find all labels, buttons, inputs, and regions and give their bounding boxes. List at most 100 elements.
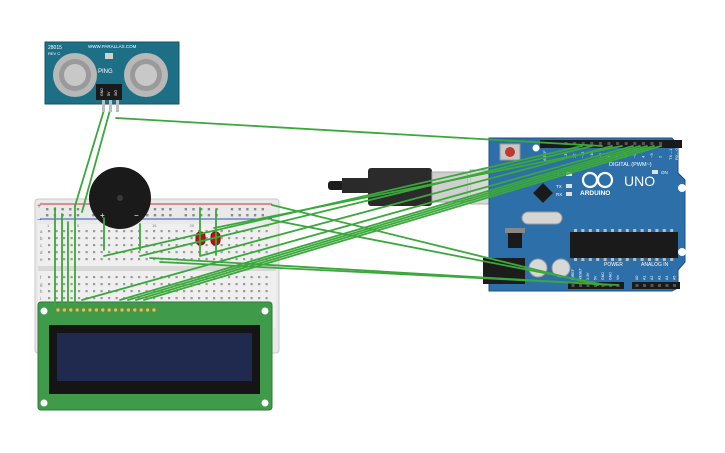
regulator-tab [505, 228, 525, 233]
lcd-pin [106, 307, 112, 313]
digital-pin-label: 13 [563, 153, 568, 158]
bb-hole [123, 237, 126, 240]
header-socket [598, 142, 602, 145]
bb-hole [100, 230, 103, 233]
power-pin-label: Vin [616, 275, 620, 280]
header-socket [624, 142, 628, 145]
wire-to-digital [119, 145, 641, 301]
bb-hole [258, 251, 261, 254]
buzzer-plus-label: + [100, 211, 105, 220]
chip-pin [625, 258, 629, 261]
bb-hole [108, 251, 111, 254]
bb-hole [175, 251, 178, 254]
chip-pin [618, 258, 622, 261]
bb-hole [55, 276, 58, 279]
rail-hole [69, 214, 72, 217]
power-pin-label: RESET [579, 267, 583, 280]
rail-hole [153, 214, 157, 217]
bb-hole [93, 251, 96, 254]
rail-hole [184, 214, 187, 217]
bb-hole [175, 276, 178, 279]
wire-to-digital [213, 145, 623, 229]
rail-hole [253, 214, 257, 217]
bb-hole [63, 258, 66, 261]
rail-plus-label: + [37, 203, 41, 210]
bb-hole [85, 290, 88, 293]
bb-hole [190, 297, 193, 300]
transducer-mesh [135, 64, 157, 86]
lcd-pin [87, 307, 93, 313]
bb-hole [205, 297, 208, 300]
bb-hole [123, 290, 126, 293]
header-socket [616, 142, 620, 145]
wire-to-power [271, 204, 599, 286]
bb-hole [265, 283, 268, 286]
bb-hole [243, 297, 246, 300]
bb-hole [145, 230, 148, 233]
bb-hole [115, 297, 118, 300]
power-pin-label: GND [601, 272, 605, 280]
bb-hole [205, 230, 208, 233]
bb-hole [85, 230, 88, 233]
row-letter: g [40, 282, 43, 287]
chip-pin [648, 229, 651, 232]
header-socket [643, 284, 646, 287]
bb-hole [258, 290, 261, 293]
chip-pin [603, 229, 607, 232]
bb-hole [93, 230, 96, 233]
voltage-regulator [508, 232, 522, 248]
rail-hole [246, 214, 249, 217]
rail-hole [92, 214, 95, 217]
bb-hole [48, 290, 51, 293]
bb-hole [198, 258, 201, 261]
chip-pin [640, 258, 644, 261]
digital-pin-label: 2 [658, 155, 663, 158]
bb-hole [100, 244, 103, 247]
ping-model: 28015 [48, 45, 62, 51]
bb-hole [235, 244, 238, 247]
row-letter: f [40, 275, 42, 280]
infinity-right [596, 171, 614, 189]
bb-hole [130, 290, 133, 293]
bb-hole [175, 244, 178, 247]
analog-pin-label: A0 [635, 276, 639, 280]
analog-label: ANALOG IN [641, 262, 669, 268]
header-socket [650, 142, 654, 145]
bb-hole [153, 297, 156, 300]
bb-hole [228, 230, 231, 233]
bb-hole [85, 258, 88, 261]
reset-button-cap[interactable] [505, 147, 515, 157]
bb-hole [205, 251, 208, 254]
bb-hole [78, 290, 81, 293]
header-socket [607, 142, 611, 145]
bb-hole [138, 251, 141, 254]
bb-hole [190, 258, 193, 261]
led-tx [566, 184, 572, 188]
bb-hole [123, 258, 126, 261]
bb-hole [228, 297, 231, 300]
header-pin [116, 100, 119, 112]
header-socket [571, 284, 575, 287]
chip-pin [655, 229, 659, 232]
header-socket [586, 284, 590, 287]
bb-hole [100, 290, 103, 293]
bb-hole [115, 230, 118, 233]
bb-hole [228, 283, 231, 286]
bb-hole [108, 290, 111, 293]
rail-hole [169, 208, 172, 211]
bb-hole [205, 237, 208, 240]
rail-hole [261, 214, 264, 217]
header-socket [641, 142, 645, 145]
bb-hole [220, 244, 223, 247]
bb-hole [130, 258, 133, 261]
bb-hole [55, 290, 58, 293]
lcd-pin [151, 307, 157, 313]
transducer-mesh [64, 64, 86, 86]
bb-hole [93, 290, 96, 293]
ping-header-pins [102, 100, 119, 112]
bb-hole [63, 276, 66, 279]
bb-hole [243, 276, 246, 279]
bb-hole [213, 290, 216, 293]
arduino-mount-hole [532, 144, 540, 152]
